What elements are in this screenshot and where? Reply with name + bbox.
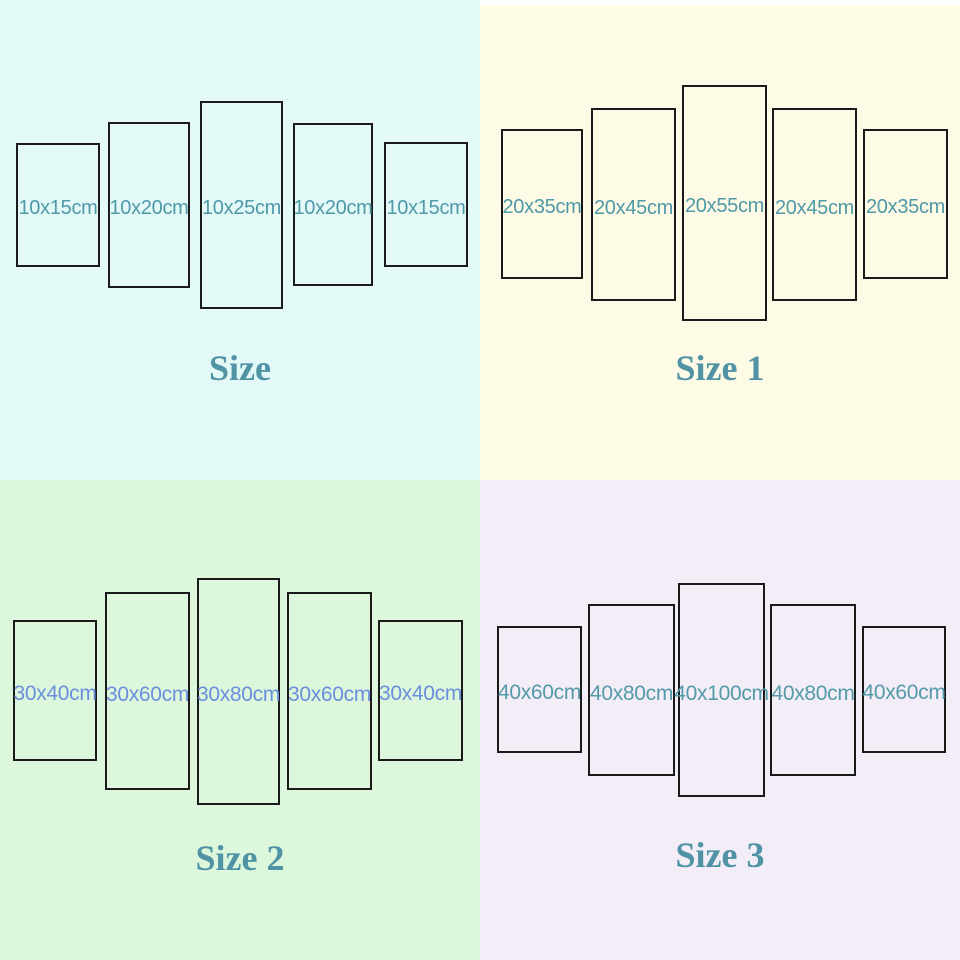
canvas-panel: 40x60cm [497, 626, 582, 753]
panel-dimension-label: 20x35cm [865, 196, 946, 218]
panel-dimension-label: 30x40cm [378, 682, 463, 705]
panel-dimension-label: 40x80cm [589, 681, 674, 705]
canvas-panel: 40x80cm [770, 604, 856, 776]
panel-dimension-label: 30x60cm [287, 682, 372, 706]
section-title: Size 2 [195, 838, 285, 878]
canvas-panel: 10x20cm [108, 122, 190, 288]
panel-dimension-label: 20x45cm [774, 196, 855, 219]
canvas-panel: 30x60cm [287, 592, 372, 790]
canvas-panel: 10x25cm [200, 101, 283, 309]
panel-dimension-label: 10x20cm [109, 197, 189, 219]
canvas-panel: 20x45cm [772, 108, 857, 301]
canvas-panel: 10x20cm [293, 123, 373, 286]
panel-dimension-label: 40x80cm [771, 681, 855, 705]
section-title: Size 1 [675, 348, 765, 388]
canvas-panel: 40x80cm [588, 604, 675, 776]
canvas-panel: 10x15cm [16, 143, 100, 267]
canvas-panel: 30x40cm [13, 620, 97, 761]
size-chart-quadrant-size-3: 40x60cm 40x80cm 40x100cm 40x80cm 40x60cm… [480, 480, 960, 960]
panel-dimension-label: 40x100cm [674, 681, 769, 705]
panel-dimension-label: 40x60cm [497, 681, 582, 704]
canvas-panel: 20x55cm [682, 85, 767, 321]
top-white-strip [480, 0, 960, 5]
canvas-panel: 40x60cm [862, 626, 946, 753]
canvas-panel: 40x100cm [674, 583, 769, 797]
panel-dimension-label: 10x20cm [293, 196, 373, 219]
size-chart-quadrant-size-1: 20x35cm 20x45cm 20x55cm 20x45cm 20x35cm … [480, 0, 960, 480]
panel-dimension-label: 30x60cm [105, 682, 190, 706]
section-title: Size 3 [675, 835, 765, 875]
canvas-panel: 20x35cm [863, 129, 948, 279]
panel-dimension-label: 10x15cm [386, 196, 466, 219]
section-title: Size [209, 348, 271, 388]
canvas-panel: 20x45cm [591, 108, 676, 301]
panel-dimension-label: 30x80cm [196, 683, 281, 706]
panel-dimension-label: 40x60cm [862, 681, 946, 704]
canvas-panel: 30x40cm [378, 620, 463, 761]
canvas-panel: 20x35cm [501, 129, 583, 279]
panel-dimension-label: 20x45cm [593, 196, 674, 219]
panel-dimension-label: 10x15cm [18, 197, 98, 219]
panel-dimension-label: 10x25cm [201, 197, 282, 219]
size-chart-quadrant-size: 10x15cm 10x20cm 10x25cm 10x20cm 10x15cm … [0, 0, 480, 480]
panel-dimension-label: 20x35cm [502, 196, 582, 218]
panel-dimension-label: 20x55cm [684, 195, 765, 217]
canvas-panel: 30x60cm [105, 592, 190, 790]
panel-dimension-label: 30x40cm [13, 682, 97, 705]
canvas-panel: 10x15cm [384, 142, 468, 267]
canvas-panel: 30x80cm [197, 578, 280, 805]
size-chart-quadrant-size-2: 30x40cm 30x60cm 30x80cm 30x60cm 30x40cm … [0, 480, 480, 960]
